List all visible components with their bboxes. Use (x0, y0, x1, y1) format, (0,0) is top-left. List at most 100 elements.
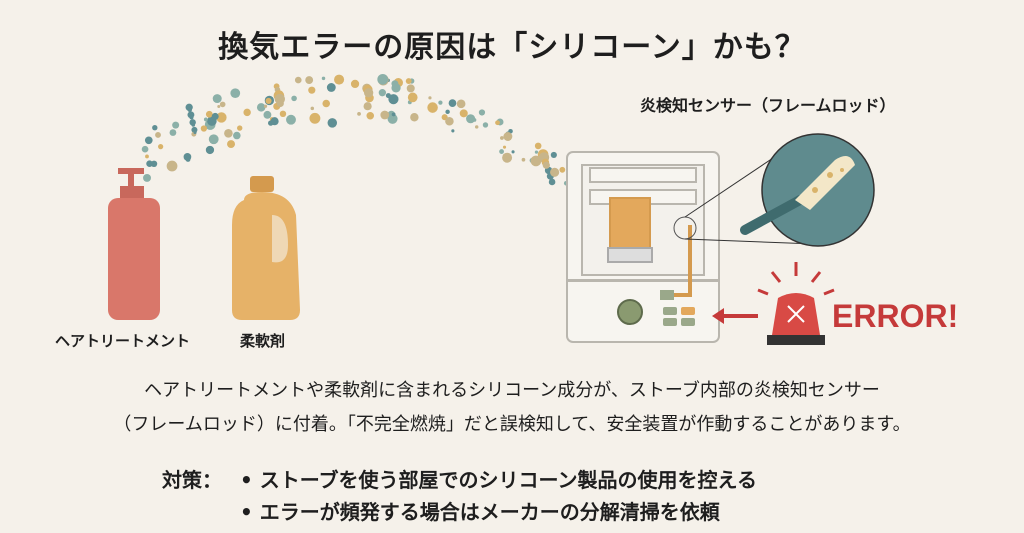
particle (466, 114, 476, 124)
particle (172, 121, 180, 129)
particle (391, 83, 401, 93)
particle (534, 150, 539, 154)
particle (405, 78, 412, 85)
particle (166, 160, 178, 172)
siren-icon (757, 262, 835, 345)
particle (150, 160, 158, 168)
particle (502, 152, 513, 163)
particle (474, 125, 479, 129)
hair-treatment-bottle-icon (108, 168, 160, 320)
particle (263, 104, 268, 108)
particle (322, 99, 330, 108)
particle (456, 99, 466, 109)
stove-icon (566, 151, 720, 343)
particle (445, 109, 450, 115)
particle (478, 109, 486, 116)
particle (459, 109, 468, 118)
flame-rod-magnified-icon (740, 133, 875, 247)
particle (310, 106, 315, 111)
particle (187, 107, 192, 113)
particle (143, 173, 152, 182)
particle (256, 103, 266, 112)
particle (410, 113, 419, 122)
particle (428, 96, 432, 100)
particle (216, 112, 227, 123)
particle (438, 100, 443, 105)
particle (263, 110, 272, 119)
particle (224, 129, 233, 138)
description-line: （フレームロッド）に付着。「不完全燃焼」だと誤検知して、安全装置が作動することが… (113, 414, 911, 435)
particle (309, 112, 321, 124)
particle (534, 142, 542, 150)
particle (366, 111, 375, 120)
particle (211, 112, 219, 120)
sensor-label: 炎検知センサー（フレームロッド） (640, 96, 896, 115)
particle (291, 95, 297, 102)
particle (511, 150, 515, 154)
particle (321, 76, 326, 81)
particle (387, 113, 398, 124)
particle (145, 154, 149, 159)
countermeasure-label: 対策： (162, 468, 222, 492)
countermeasure-item: • エラーが頻発する場合はメーカーの分解清掃を依頼 (240, 500, 720, 524)
particle (409, 93, 418, 102)
particle (230, 88, 241, 99)
particle (559, 166, 566, 173)
particle (305, 76, 314, 84)
particle (227, 140, 236, 149)
particle (265, 97, 272, 104)
particle (445, 117, 454, 126)
particle (237, 125, 243, 131)
magnifier-lines (684, 149, 816, 245)
particle (144, 136, 153, 145)
particle (482, 122, 489, 128)
particle (334, 74, 345, 85)
particle (350, 79, 360, 89)
particle (205, 110, 213, 118)
particle (327, 118, 338, 128)
particle (152, 125, 158, 131)
particle (406, 84, 415, 93)
particle (380, 110, 390, 120)
particle (308, 86, 316, 94)
arrow-icon (712, 308, 758, 324)
softener-bottle-icon (232, 176, 300, 320)
particle (219, 101, 226, 108)
particle (502, 145, 507, 149)
hair-treatment-label: ヘアトリートメント (55, 332, 191, 350)
particle (270, 117, 279, 126)
particle (377, 73, 389, 85)
particle (191, 123, 196, 127)
particle (548, 178, 556, 186)
countermeasure-item: • ストーブを使う部屋でのシリコーン製品の使用を控える (240, 468, 757, 492)
particle (185, 156, 191, 162)
error-text: ERROR! (832, 298, 959, 334)
particle (286, 114, 296, 125)
particle (141, 145, 149, 153)
particle (550, 151, 557, 159)
description-line: ヘアトリートメントや柔軟剤に含まれるシリコーン成分が、ストーブ内部の炎検知センサ… (144, 380, 880, 401)
particle (158, 144, 164, 150)
particle (391, 112, 396, 117)
particle (326, 83, 336, 92)
particle (217, 104, 221, 108)
particle (378, 89, 387, 97)
particle (521, 157, 526, 162)
softener-label: 柔軟剤 (240, 332, 286, 350)
particle (448, 99, 457, 107)
particle (503, 132, 513, 141)
particle (189, 115, 194, 120)
particle (363, 88, 374, 98)
particle (388, 94, 399, 105)
particle (495, 120, 500, 126)
particle (472, 118, 477, 122)
particle (274, 93, 286, 105)
particle (427, 102, 438, 113)
particle (530, 155, 542, 167)
particle (155, 132, 161, 138)
particle (193, 130, 197, 134)
particle (279, 110, 287, 118)
particle (357, 111, 361, 116)
particle (363, 102, 372, 111)
